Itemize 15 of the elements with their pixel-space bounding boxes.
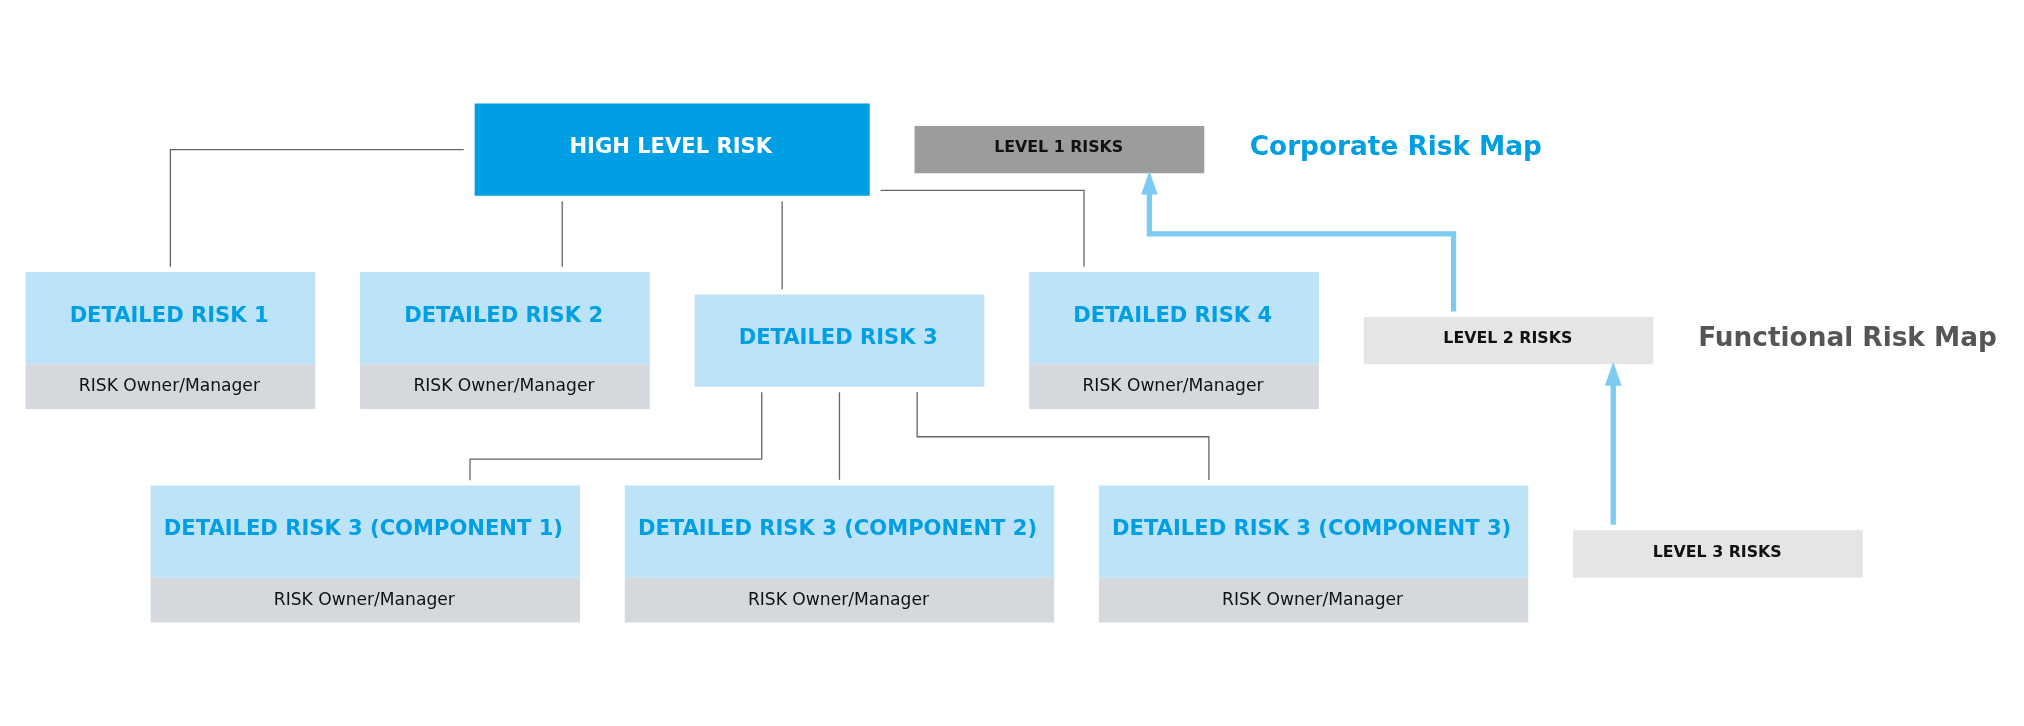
connector: [879, 189, 1085, 268]
label: Corporate Risk Map: [1249, 130, 1542, 161]
node-box: LEVEL 3 RISKS: [1573, 530, 1863, 578]
connector: [916, 391, 1210, 481]
node-box: LEVEL 2 RISKS: [1363, 316, 1654, 365]
label: Functional Risk Map: [1698, 321, 1997, 352]
connector: [838, 391, 841, 481]
arrow: [1141, 170, 1457, 312]
connector: [169, 148, 465, 268]
arrow: [1604, 361, 1622, 525]
node-box: LEVEL 1 RISKS: [914, 125, 1205, 174]
node-box: DETAILED RISK 3: [694, 294, 985, 387]
node-box: HIGH LEVEL RISK: [474, 103, 870, 196]
connector: [561, 200, 563, 268]
connector: [781, 200, 783, 290]
